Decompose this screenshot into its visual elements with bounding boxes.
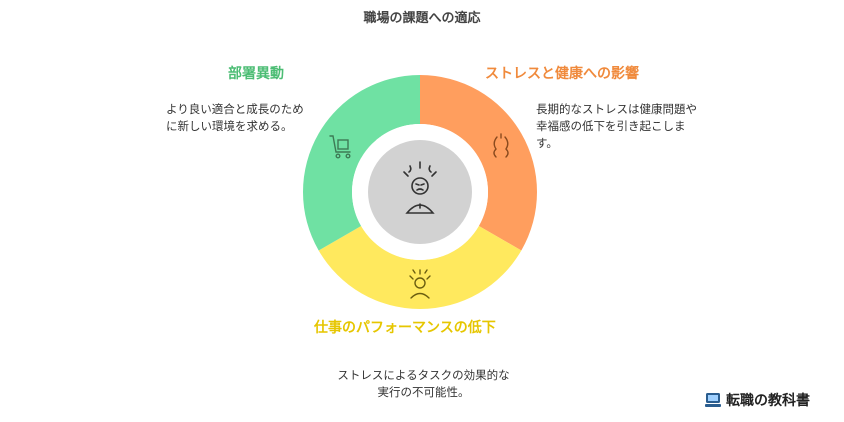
computer-icon <box>705 393 721 407</box>
diagram-title: 職場の課題への適応 <box>363 11 481 26</box>
segment-description-stress: 長期的なストレスは健康問題や幸福感の低下を引き起こします。 <box>536 102 697 150</box>
center-circle <box>368 140 472 244</box>
stress-brain-icon <box>493 133 509 158</box>
segment-description-perf: ストレスによるタスクの効果的な実行の不可能性。 <box>337 368 510 399</box>
wheel-segment-stress <box>420 75 537 251</box>
segment-heading-perf: 仕事のパフォーマンスの低下 <box>314 320 496 336</box>
stressed-person-icon <box>403 161 437 214</box>
cart-icon <box>329 135 351 159</box>
overwhelmed-person-icon <box>409 269 431 299</box>
segment-description-dept: より良い適合と成長のために新しい環境を求める。 <box>166 102 304 133</box>
brand-logo: 転職の教科書 <box>704 390 810 410</box>
segment-heading-dept: 部署異動 <box>228 66 284 82</box>
segment-heading-stress: ストレスと健康への影響 <box>485 66 639 82</box>
wheel-segment-dept <box>303 75 420 251</box>
wheel-segment-perf <box>318 226 522 309</box>
brand-name: 転職の教科書 <box>726 393 810 409</box>
inner-band-2 <box>351 158 469 261</box>
inner-band-1 <box>376 123 488 210</box>
